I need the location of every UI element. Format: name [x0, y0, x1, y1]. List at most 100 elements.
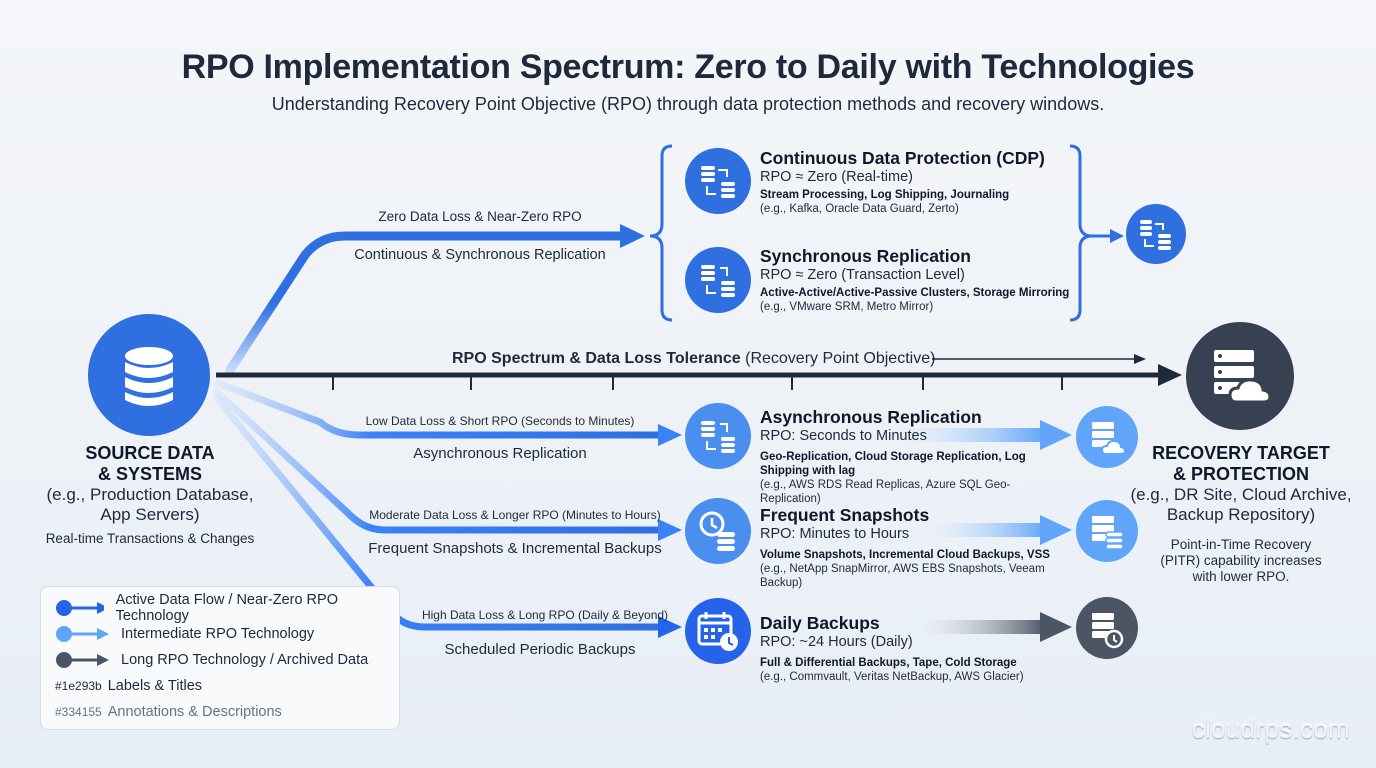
tech-daily: Daily Backups RPO: ~24 Hours (Daily) Ful…: [760, 613, 1060, 684]
tech-icon-cdp: [685, 148, 751, 214]
tech-icon-daily: [685, 598, 751, 664]
tech-async: Asynchronous Replication RPO: Seconds to…: [760, 407, 1070, 506]
tech-examples: (e.g., AWS RDS Read Replicas, Azure SQL …: [760, 479, 1011, 505]
tech-methods: Full & Differential Backups, Tape, Cold …: [760, 657, 1017, 669]
tech-rpo: RPO: Minutes to Hours: [760, 526, 910, 542]
flow-arrow-snapshots: [212, 387, 682, 541]
tech-methods: Geo-Replication, Cloud Storage Replicati…: [760, 451, 1026, 477]
left-brace: [649, 144, 673, 322]
dest-icon-daily: [1076, 597, 1138, 659]
watermark: cloudrps.com: [1191, 714, 1350, 744]
legend-swatch-active: [56, 600, 104, 616]
tech-rpo: RPO: Seconds to Minutes: [760, 428, 927, 444]
tech-examples: (e.g., Kafka, Oracle Data Guard, Zerto): [760, 203, 959, 215]
legend-swatch-intermediate: [56, 626, 109, 642]
legend-item-intermediate: Intermediate RPO Technology: [55, 621, 385, 647]
tech-methods: Volume Snapshots, Incremental Cloud Back…: [760, 549, 1050, 561]
legend-hex: #1e293b: [55, 679, 102, 693]
target-note-3: with lower RPO.: [1192, 569, 1290, 584]
tech-snapshots: Frequent Snapshots RPO: Minutes to Hours…: [760, 505, 1060, 590]
flow-arrow-async: [213, 378, 682, 446]
target-examples-2: Backup Repository): [1166, 505, 1316, 524]
dest-arrow-async: [900, 420, 1072, 450]
spectrum-label: RPO Spectrum & Data Loss Tolerance (Reco…: [452, 350, 935, 368]
flow-label-bottom-2: Frequent Snapshots & Incremental Backups: [368, 540, 662, 557]
dest-icon-async: [1076, 406, 1138, 468]
flow-label-top-3: High Data Loss & Long RPO (Daily & Beyon…: [421, 608, 669, 622]
tech-examples: (e.g., NetApp SnapMirror, AWS EBS Snapsh…: [760, 563, 1045, 589]
database-sync-icon: [701, 166, 735, 198]
source-label: SOURCE DATA & SYSTEMS (e.g., Production …: [20, 443, 280, 547]
legend-item-annotations: #334155 Annotations & Descriptions: [55, 699, 385, 725]
flow-label-bottom-0: Continuous & Synchronous Replication: [354, 247, 606, 263]
target-note-1: Point-in-Time Recovery: [1170, 537, 1312, 552]
target-note-2: (PITR) capability increases: [1160, 553, 1322, 568]
tech-methods: Stream Processing, Log Shipping, Journal…: [760, 189, 1010, 201]
legend-swatch-long: [56, 652, 109, 668]
tech-rpo: RPO ≈ Zero (Real-time): [760, 169, 913, 185]
database-sync-icon: [1140, 220, 1171, 250]
database-replicate-icon: [701, 265, 735, 297]
tech-title: Daily Backups: [760, 613, 880, 633]
legend-label: Active Data Flow / Near-Zero RPO Technol…: [115, 592, 338, 624]
legend-item-labels: #1e293b Labels & Titles: [55, 673, 385, 699]
legend-label: Labels & Titles: [107, 678, 203, 694]
spectrum-label-bold: RPO Spectrum & Data Loss Tolerance: [452, 350, 741, 367]
dest-arrow-daily: [925, 612, 1072, 642]
source-title-2: & SYSTEMS: [97, 464, 203, 484]
source-examples-1: (e.g., Production Database,: [46, 485, 254, 504]
server-cloud-icon: [1092, 422, 1127, 455]
tech-icon-async: [685, 403, 751, 469]
dest-icon-zero-rpo: [1126, 204, 1186, 264]
flow-label-top-0: Zero Data Loss & Near-Zero RPO: [378, 209, 582, 224]
tech-title: Continuous Data Protection (CDP): [760, 148, 1045, 168]
legend-label: Intermediate RPO Technology: [121, 626, 315, 642]
server-cloud-icon: [1214, 350, 1272, 404]
dest-icon-snapshots: [1076, 500, 1138, 562]
target-note: Point-in-Time Recovery (PITR) capability…: [1120, 537, 1362, 585]
calendar-clock-icon: [697, 612, 738, 651]
tech-examples: (e.g., VMware SRM, Metro Mirror): [760, 301, 934, 313]
legend-hex: #334155: [55, 705, 102, 719]
tech-icon-snapshots: [685, 498, 751, 564]
database-replicate-icon: [701, 421, 735, 453]
clock-database-icon: [699, 511, 735, 551]
flow-label-top-2: Moderate Data Loss & Longer RPO (Minutes…: [369, 508, 661, 522]
server-history-icon: [1092, 613, 1124, 649]
page-title: RPO Implementation Spectrum: Zero to Dai…: [181, 48, 1195, 86]
tech-icon-sync: [685, 247, 751, 313]
source-title-1: SOURCE DATA: [85, 443, 215, 463]
tech-examples: (e.g., Commvault, Veritas NetBackup, AWS…: [760, 671, 1024, 683]
tech-title: Asynchronous Replication: [760, 407, 982, 427]
tech-methods: Active-Active/Active-Passive Clusters, S…: [760, 287, 1070, 299]
spectrum-label-normal: (Recovery Point Objective): [745, 350, 936, 367]
target-examples-1: (e.g., DR Site, Cloud Archive,: [1130, 485, 1352, 504]
database-icon: [125, 347, 173, 406]
legend-item-long: Long RPO Technology / Archived Data: [55, 647, 385, 673]
flow-arrow-zero-rpo: [225, 224, 645, 375]
tech-title: Frequent Snapshots: [760, 505, 930, 525]
source-examples-2: App Servers): [100, 505, 200, 524]
dest-arrow-snapshots: [930, 515, 1072, 545]
legend-label: Annotations & Descriptions: [107, 704, 282, 720]
target-title-2: & PROTECTION: [1172, 464, 1309, 484]
rpo-spectrum-axis: [216, 354, 1182, 390]
target-label: RECOVERY TARGET & PROTECTION (e.g., DR S…: [1120, 443, 1362, 585]
tech-rpo: RPO: ~24 Hours (Daily): [760, 634, 913, 650]
flow-label-bottom-1: Asynchronous Replication: [413, 445, 587, 462]
tech-title: Synchronous Replication: [760, 246, 971, 266]
legend-label: Long RPO Technology / Archived Data: [121, 652, 369, 668]
source-note: Real-time Transactions & Changes: [45, 531, 255, 546]
legend: Active Data Flow / Near-Zero RPO Technol…: [40, 586, 400, 730]
flow-label-bottom-3: Scheduled Periodic Backups: [444, 641, 636, 658]
tech-cdp: Continuous Data Protection (CDP) RPO ≈ Z…: [760, 148, 1090, 216]
tech-rpo: RPO ≈ Zero (Transaction Level): [760, 267, 965, 283]
target-node: [1186, 322, 1294, 430]
page-subtitle: Understanding Recovery Point Objective (…: [271, 94, 1105, 114]
server-database-icon: [1092, 516, 1124, 550]
target-title-1: RECOVERY TARGET: [1152, 443, 1330, 463]
flow-label-top-1: Low Data Loss & Short RPO (Seconds to Mi…: [365, 414, 635, 428]
legend-item-active: Active Data Flow / Near-Zero RPO Technol…: [55, 592, 385, 624]
source-node: [88, 314, 210, 436]
